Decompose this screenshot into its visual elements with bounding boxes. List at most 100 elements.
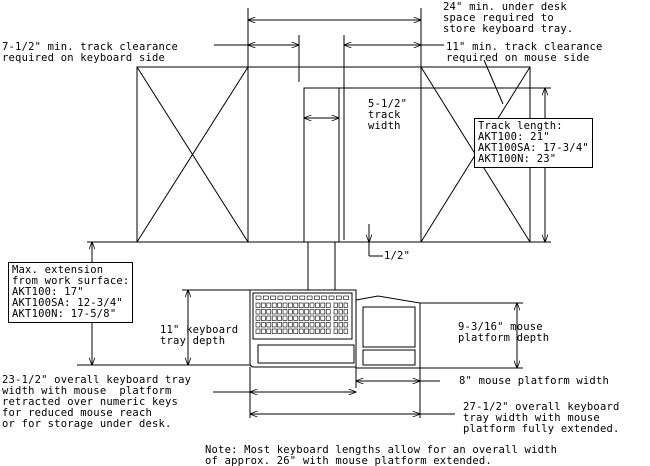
mouse-platform-width-label: 8" mouse platform width <box>459 375 609 387</box>
key <box>277 309 282 315</box>
key <box>271 302 277 308</box>
key <box>255 328 261 334</box>
key <box>262 295 269 300</box>
key <box>277 295 284 300</box>
keyboard-keys <box>255 295 349 334</box>
track-rail <box>303 87 340 243</box>
key <box>282 315 288 321</box>
key <box>298 328 304 334</box>
track-width-label: 5-1/2" track width <box>368 98 408 132</box>
key <box>320 309 326 315</box>
under-desk-space-label: 24" min. under desk space required to st… <box>443 1 574 35</box>
key <box>277 328 282 334</box>
key <box>261 302 266 308</box>
key <box>314 295 320 300</box>
key <box>315 302 320 308</box>
key <box>288 309 293 315</box>
key <box>343 322 348 328</box>
key <box>315 309 320 315</box>
key <box>298 315 304 321</box>
key <box>271 328 277 334</box>
max-extension-box: Max. extension from work surface: AKT100… <box>8 262 134 323</box>
key <box>333 315 338 321</box>
key <box>320 315 326 321</box>
keyboard-side-clearance-zone <box>136 66 249 243</box>
key <box>338 302 343 308</box>
half-inch-label: 1/2" <box>384 250 411 262</box>
key <box>315 315 320 321</box>
key <box>343 302 348 308</box>
key <box>255 309 261 315</box>
key <box>325 309 331 315</box>
wrist-rest <box>257 344 355 364</box>
key <box>298 322 304 328</box>
key <box>255 322 261 328</box>
key <box>288 302 293 308</box>
key <box>343 309 348 315</box>
key <box>304 315 309 321</box>
key <box>266 315 272 321</box>
key <box>335 295 342 300</box>
key <box>293 309 299 315</box>
key <box>261 315 266 321</box>
key <box>304 328 309 334</box>
key <box>325 315 331 321</box>
key <box>325 328 331 334</box>
key <box>304 322 309 328</box>
key <box>304 302 309 308</box>
overall-extended-label: 27-1/2" overall keyboard tray width with… <box>463 401 620 435</box>
key <box>309 302 315 308</box>
key <box>293 328 299 334</box>
key <box>338 315 343 321</box>
key <box>343 315 348 321</box>
keyboard <box>252 292 353 340</box>
key <box>288 322 293 328</box>
key <box>282 302 288 308</box>
key <box>309 315 315 321</box>
key <box>328 295 335 300</box>
key <box>282 328 288 334</box>
key <box>261 328 266 334</box>
key <box>266 309 272 315</box>
key <box>266 322 272 328</box>
keyboard-tray <box>249 289 357 368</box>
key <box>338 322 343 328</box>
key <box>315 328 320 334</box>
key <box>293 315 299 321</box>
key <box>309 322 315 328</box>
key <box>255 295 262 300</box>
key <box>255 302 261 308</box>
key <box>271 309 277 315</box>
track-arm <box>307 242 336 290</box>
keyboard-side-clearance-label: 7-1/2" min. track clearance required on … <box>2 41 179 64</box>
key <box>298 302 304 308</box>
key <box>309 309 315 315</box>
key <box>282 309 288 315</box>
key <box>255 315 261 321</box>
key <box>292 295 298 300</box>
mouse-side-clearance-label: 11" min. track clearance required on mou… <box>446 41 603 64</box>
keyboard-tray-depth-label: 11" keyboard tray depth <box>160 324 239 347</box>
key <box>266 328 272 334</box>
key <box>293 322 299 328</box>
key <box>288 315 293 321</box>
key <box>271 322 277 328</box>
key <box>333 302 338 308</box>
key <box>320 302 326 308</box>
key <box>277 315 282 321</box>
key <box>320 328 326 334</box>
key <box>271 315 277 321</box>
key <box>261 309 266 315</box>
key <box>306 295 313 300</box>
key <box>284 295 291 300</box>
key <box>277 322 282 328</box>
key <box>298 309 304 315</box>
key <box>325 302 331 308</box>
key <box>343 328 348 334</box>
key <box>282 322 288 328</box>
key <box>338 328 343 334</box>
key <box>343 295 349 300</box>
key <box>266 302 272 308</box>
key <box>333 309 338 315</box>
